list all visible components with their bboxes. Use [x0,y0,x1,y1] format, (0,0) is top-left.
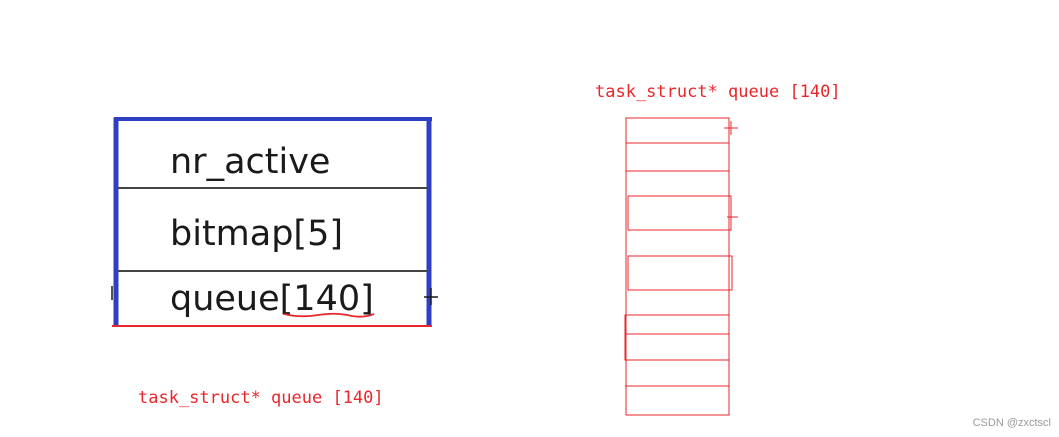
watermark: CSDN @zxctscl [972,417,1051,429]
array-cell-3 [624,314,730,361]
field-nr-active: nr_active [170,142,330,182]
left-caption: task_struct* queue [140] [138,388,384,408]
queue-underline-squiggle [283,312,375,318]
queue-array-outline [625,117,730,416]
queue-array-drawing [624,117,738,416]
array-cell-2 [627,255,733,291]
field-bitmap: bitmap[5] [170,214,343,254]
right-caption: task_struct* queue [140] [595,82,841,102]
field-queue: queue[140] [170,279,374,319]
array-cell-1 [627,195,732,231]
prio-array-struct: nr_active bitmap[5] queue[140] [111,117,438,327]
